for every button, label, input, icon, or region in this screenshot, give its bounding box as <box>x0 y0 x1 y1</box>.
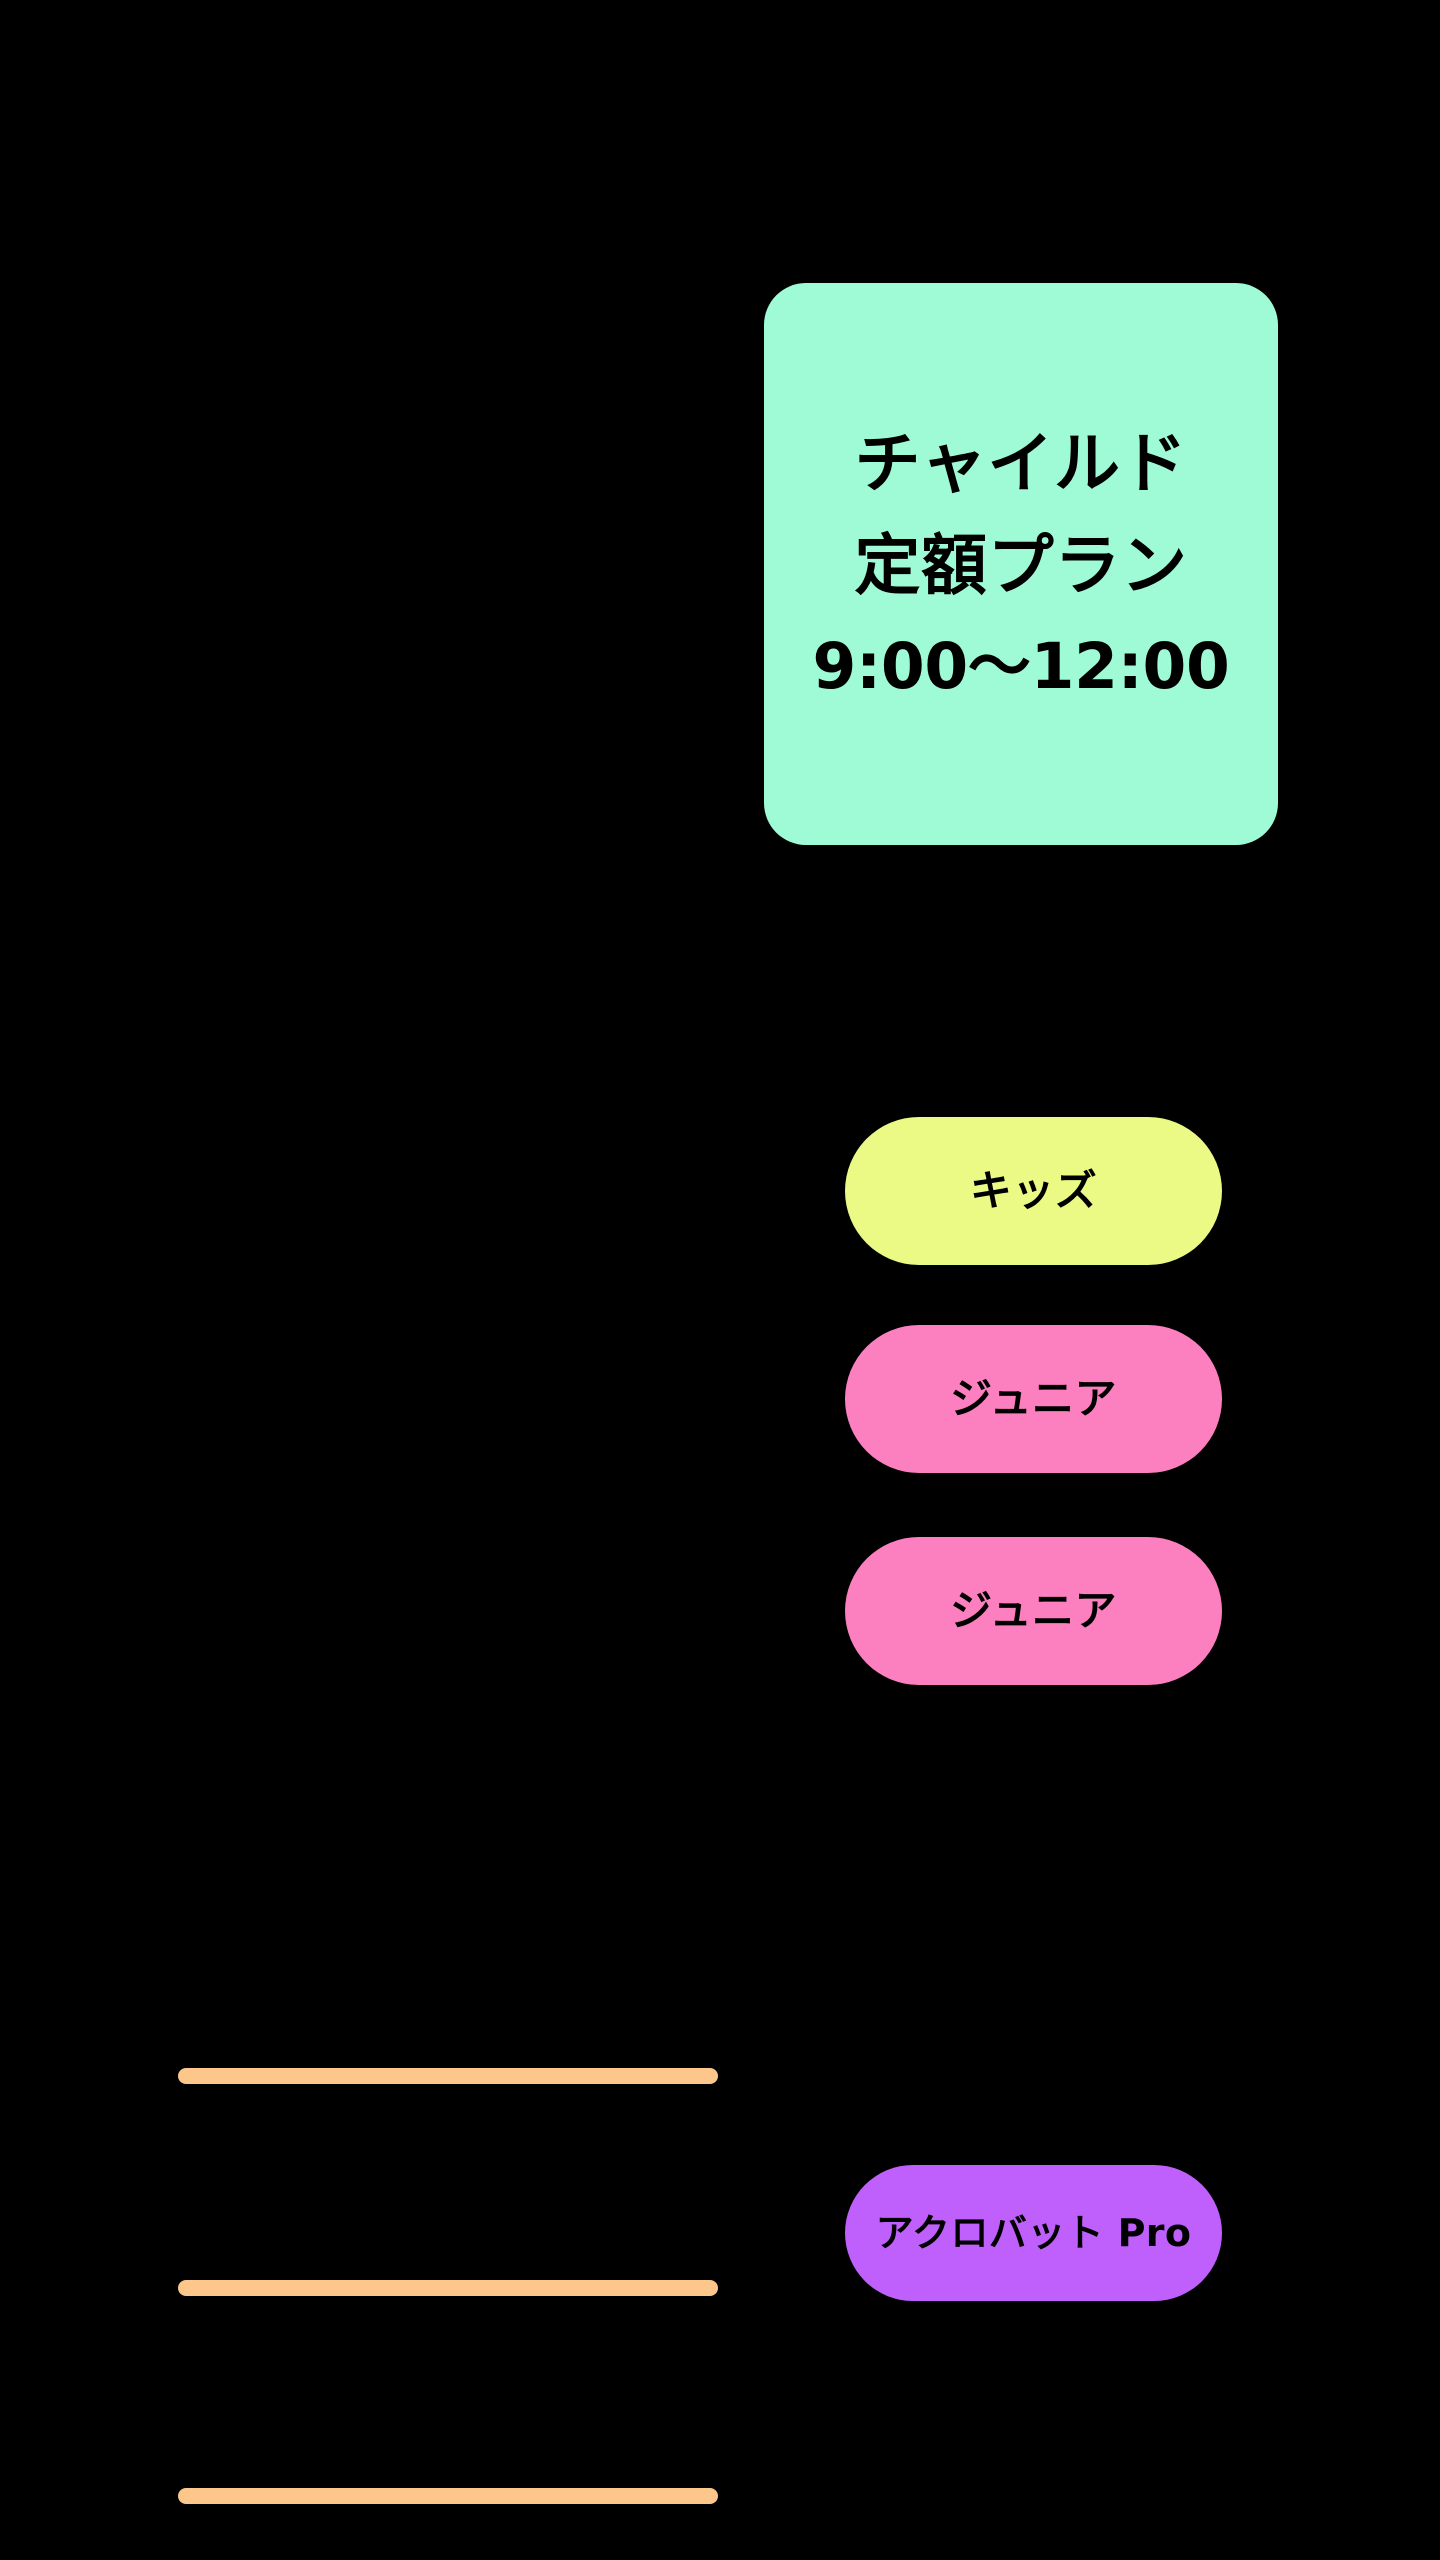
chip-acrobat-pro[interactable]: アクロバット Pro <box>845 2165 1222 2301</box>
plan-card-child-flatrate[interactable]: チャイルド 定額プラン 9:00〜12:00 <box>764 283 1278 845</box>
plan-card-title-line-1: チャイルド <box>854 424 1188 502</box>
chip-junior-2[interactable]: ジュニア <box>845 1537 1222 1685</box>
plan-card-title-line-2: 定額プラン <box>854 526 1188 604</box>
divider-bar-2 <box>178 2280 718 2296</box>
plan-card-time-range: 9:00〜12:00 <box>812 629 1230 703</box>
chip-junior-1-label: ジュニア <box>950 1374 1117 1423</box>
chip-junior-1[interactable]: ジュニア <box>845 1325 1222 1473</box>
divider-bar-1 <box>178 2068 718 2084</box>
chip-junior-2-label: ジュニア <box>950 1586 1117 1635</box>
chip-kids-label: キッズ <box>969 1166 1098 1215</box>
chip-acrobat-pro-label: アクロバット Pro <box>875 2211 1192 2255</box>
chip-kids[interactable]: キッズ <box>845 1117 1222 1265</box>
divider-bar-3 <box>178 2488 718 2504</box>
